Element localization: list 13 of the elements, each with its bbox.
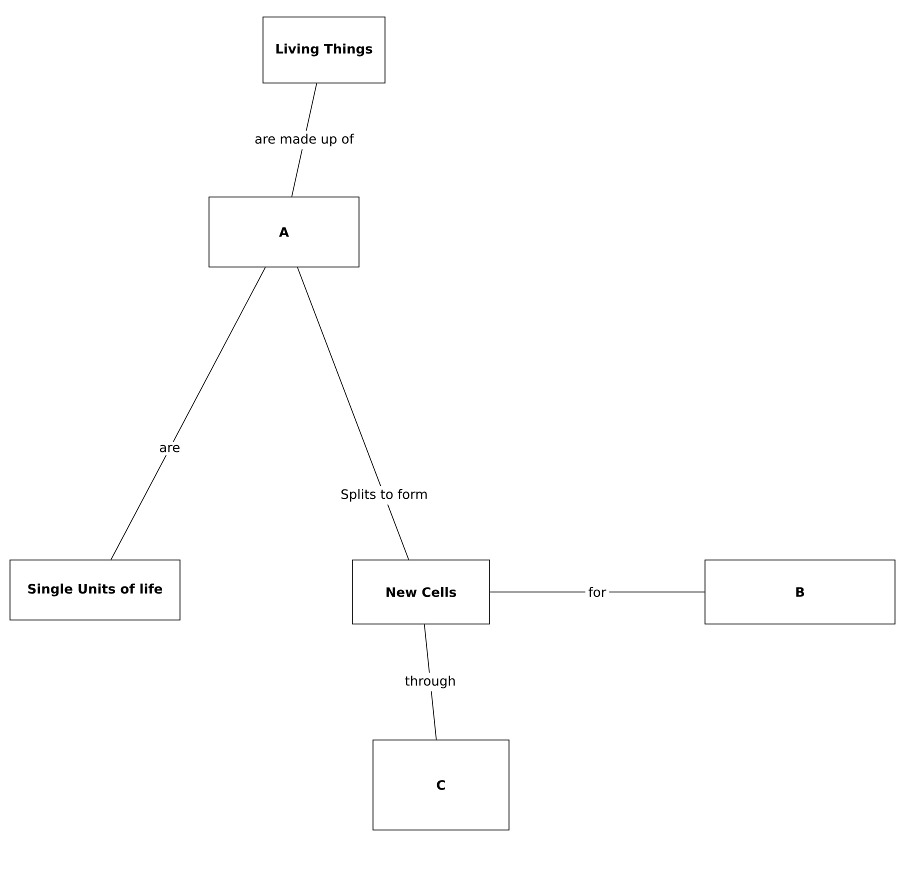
concept-box: A <box>208 196 360 268</box>
edge-label: for <box>585 584 610 600</box>
edge-label: Splits to form <box>338 486 431 505</box>
concept-box: Single Units of life <box>10 560 180 620</box>
edge-label: are made up of <box>252 130 357 150</box>
connector-line <box>297 267 410 560</box>
concept-box: New Cells <box>352 560 490 624</box>
edge-label: are <box>156 442 184 456</box>
concept-box: Living Things <box>262 16 386 84</box>
concept-box: B <box>704 560 896 624</box>
connector-line <box>110 267 266 560</box>
edge-label: through <box>402 672 459 692</box>
concept-box: C <box>372 740 510 830</box>
